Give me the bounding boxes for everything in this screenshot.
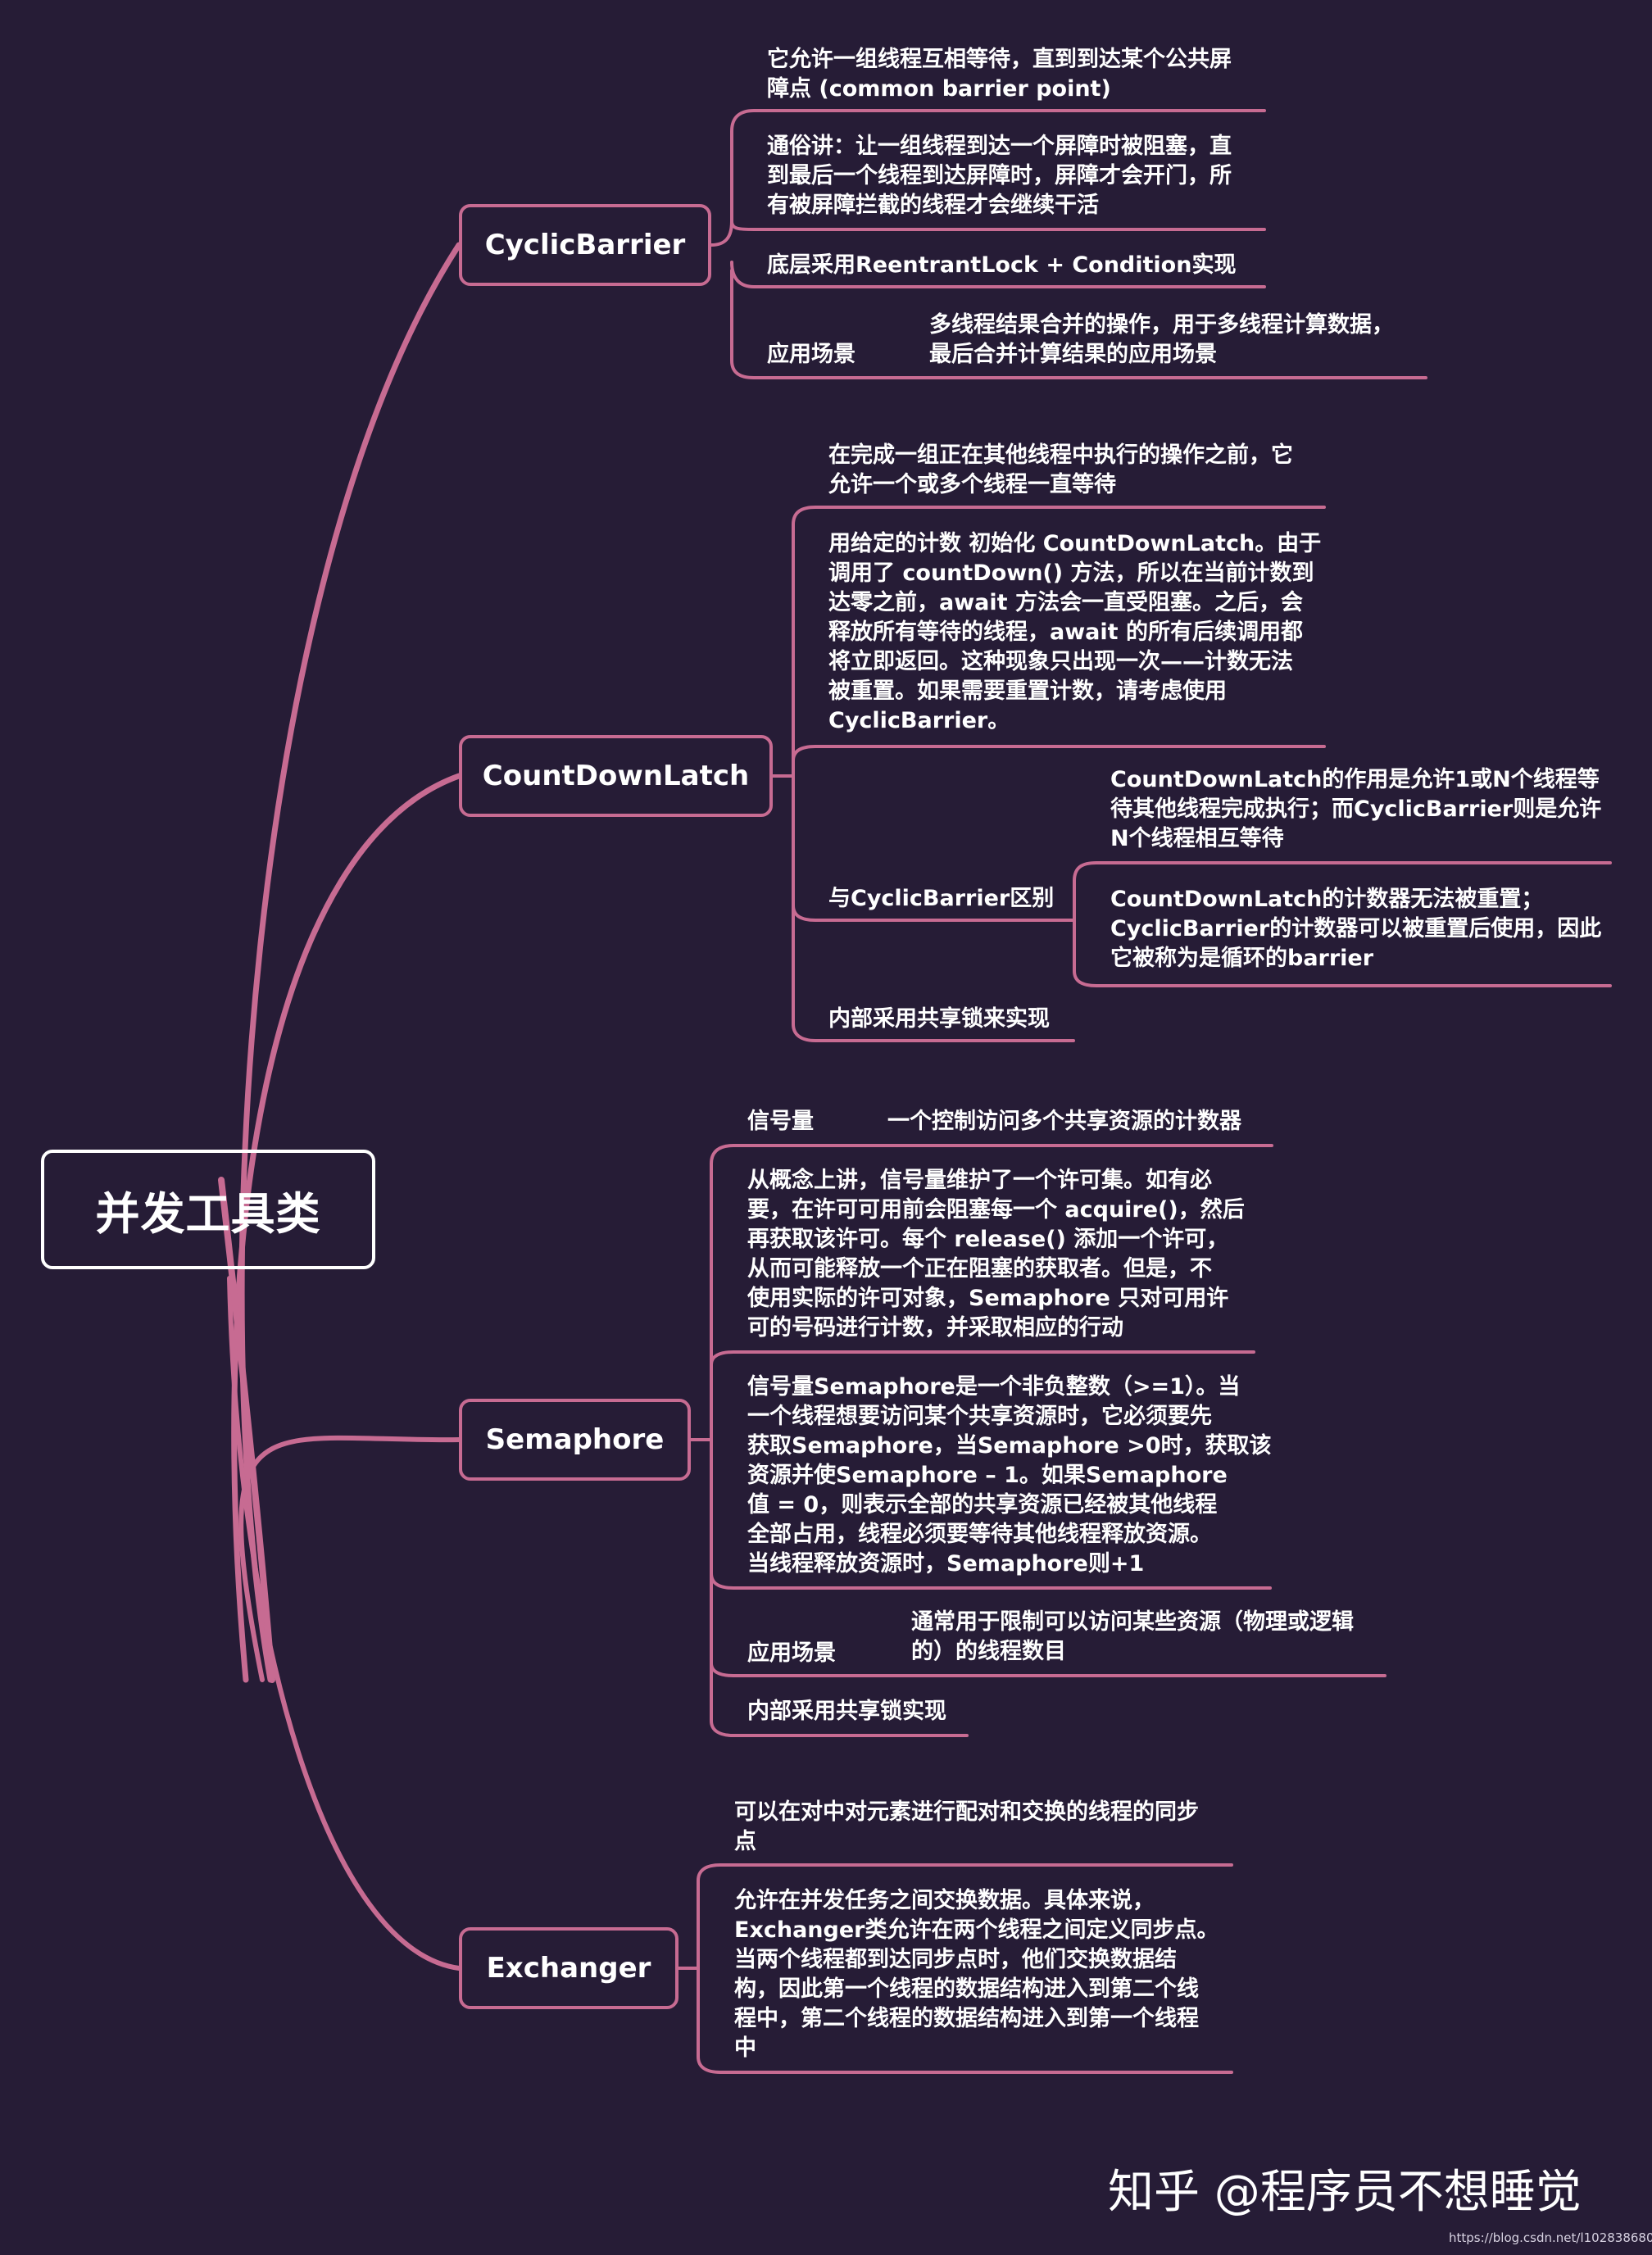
semaphore-label: 信号量 — [747, 1109, 814, 1134]
source-url: https://blog.csdn.net/l1028386804 — [1449, 2230, 1652, 2245]
node-countdownlatch-title: CountDownLatch — [482, 760, 750, 792]
cyclicbarrier-implementation: 底层采用ReentrantLock + Condition实现 — [767, 252, 1237, 278]
countdownlatch-definition: 在完成一组正在其他线程中执行的操作之前，它 允许一个或多个线程一直等待 — [828, 442, 1293, 497]
watermark: 知乎 @程序员不想睡觉 — [1108, 2166, 1582, 2219]
node-cyclicbarrier-title: CyclicBarrier — [484, 229, 686, 261]
cyclicbarrier-scenario: 多线程结果合并的操作，用于多线程计算数据， 最后合并计算结果的应用场景 — [929, 312, 1394, 367]
exchanger-definition: 可以在对中对元素进行配对和交换的线程的同步 点 — [734, 1799, 1199, 1854]
node-exchanger[interactable]: Exchanger — [459, 1927, 678, 2009]
node-semaphore-title: Semaphore — [485, 1423, 665, 1456]
countdownlatch-implementation: 内部采用共享锁来实现 — [828, 1006, 1050, 1032]
semaphore-scenario-label: 应用场景 — [747, 1640, 836, 1666]
exchanger-detail: 允许在并发任务之间交换数据。具体来说， Exchanger类允许在两个线程之间定… — [734, 1888, 1219, 2061]
semaphore-detail: 信号量Semaphore是一个非负整数（>=1）。当 一个线程想要访问某个共享资… — [747, 1374, 1272, 1577]
node-countdownlatch[interactable]: CountDownLatch — [459, 735, 773, 817]
countdownlatch-detail: 用给定的计数 初始化 CountDownLatch。由于 调用了 countDo… — [828, 531, 1322, 733]
semaphore-implementation: 内部采用共享锁实现 — [747, 1699, 946, 1724]
semaphore-label-desc: 一个控制访问多个共享资源的计数器 — [887, 1109, 1241, 1134]
cyclicbarrier-definition: 它允许一组线程互相等待，直到到达某个公共屏 障点 (common barrier… — [767, 47, 1232, 102]
node-cyclicbarrier[interactable]: CyclicBarrier — [459, 204, 711, 286]
node-semaphore[interactable]: Semaphore — [459, 1399, 691, 1481]
countdownlatch-diff-label: 与CyclicBarrier区别 — [828, 886, 1055, 911]
countdownlatch-diff-2: CountDownLatch的计数器无法被重置； CyclicBarrier的计… — [1110, 887, 1602, 971]
node-exchanger-title: Exchanger — [486, 1952, 651, 1985]
countdownlatch-diff-1: CountDownLatch的作用是允许1或N个线程等 待其他线程完成执行；而C… — [1110, 767, 1602, 851]
root-node[interactable]: 并发工具类 — [41, 1150, 375, 1269]
semaphore-concept: 从概念上讲，信号量维护了一个许可集。如有必 要，在许可可用前会阻塞每一个 acq… — [747, 1168, 1245, 1341]
cyclicbarrier-plain-words: 通俗讲：让一组线程到达一个屏障时被阻塞，直 到最后一个线程到达屏障时，屏障才会开… — [767, 134, 1232, 218]
cyclicbarrier-scenario-label: 应用场景 — [767, 342, 856, 367]
semaphore-scenario: 通常用于限制可以访问某些资源（物理或逻辑 的）的线程数目 — [911, 1609, 1354, 1664]
root-title: 并发工具类 — [95, 1187, 321, 1240]
